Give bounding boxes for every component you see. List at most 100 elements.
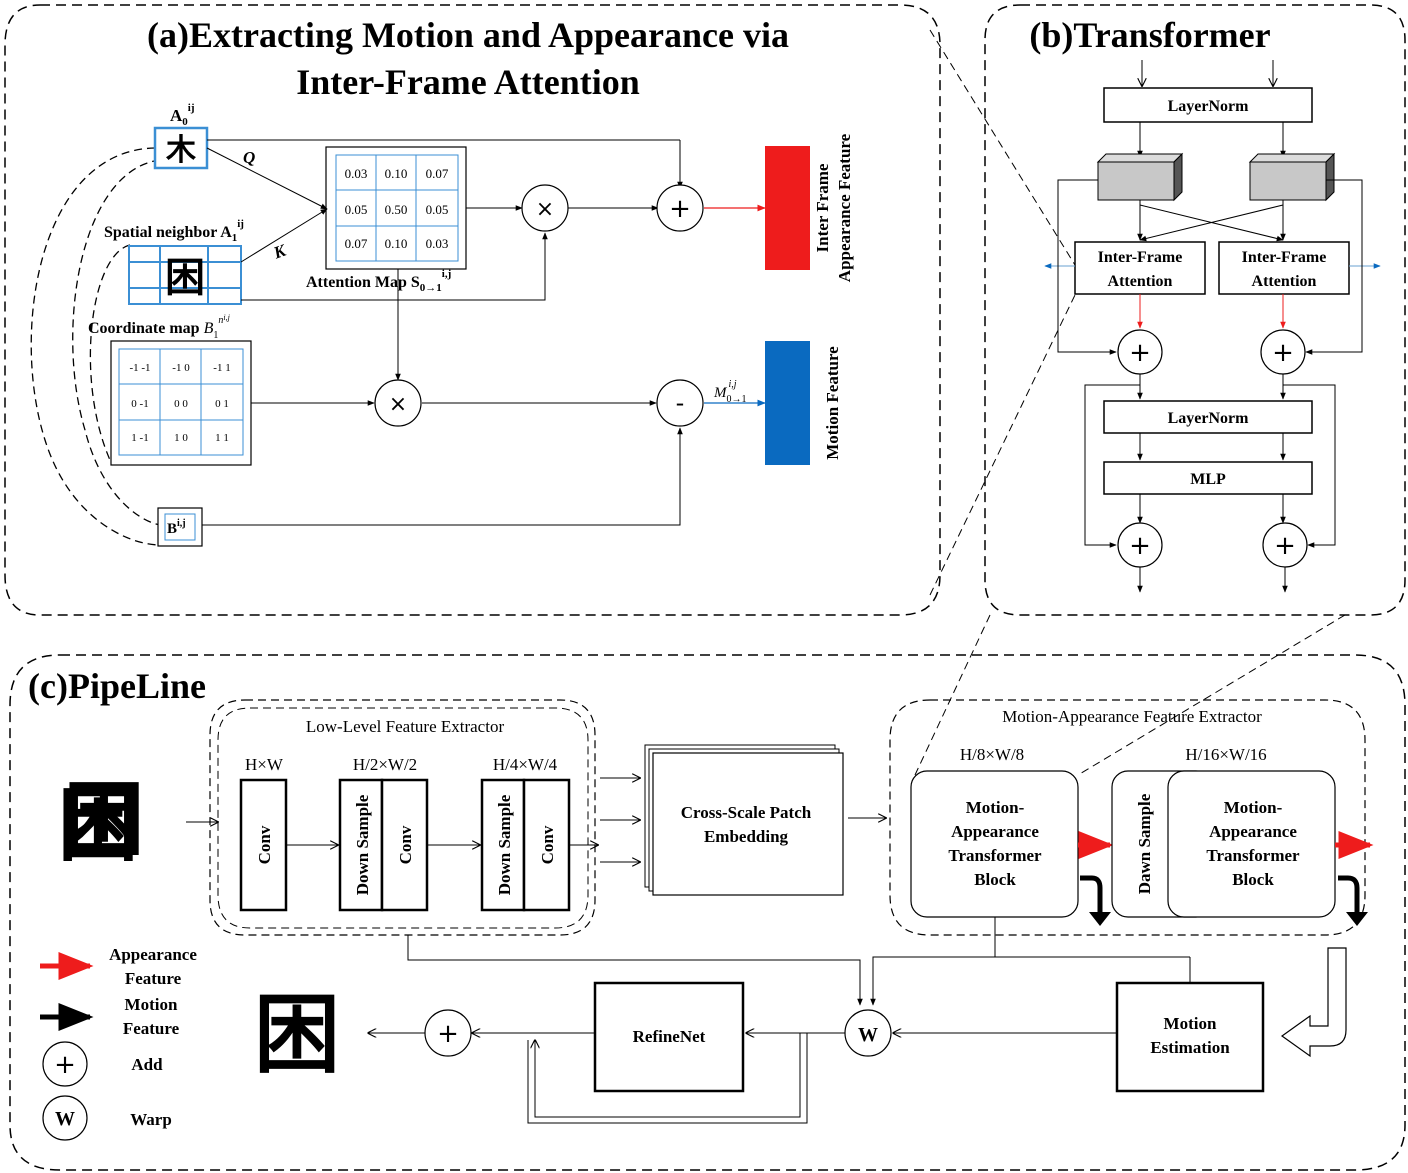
panel-b-title: (b)Transformer <box>1029 15 1270 55</box>
down-sample-2-label: Down Sample <box>495 794 514 895</box>
minus-symbol: - <box>676 389 685 417</box>
cross-scale-patch-embedding <box>652 752 844 896</box>
input-frame-front: 困 <box>58 779 138 872</box>
conv-3-label: Conv <box>538 825 557 864</box>
coordinate-cell: 1 1 <box>215 432 229 444</box>
motion-m-label: M0→1i,j <box>713 379 747 405</box>
appearance-feature-label-1: Inter Frame <box>813 163 832 252</box>
motion-return-arrow <box>1280 947 1347 1058</box>
low-level-extractor-border <box>209 699 596 936</box>
motion-feature-bar <box>765 341 810 465</box>
legend-motion-label-1: Motion <box>125 995 178 1014</box>
cross-scale-label-2: Embedding <box>704 827 789 846</box>
k-label: K <box>270 240 290 263</box>
a0-glyph: 木 <box>165 133 196 168</box>
motion-estimation-box <box>1115 981 1265 1093</box>
mlp-box <box>1103 461 1313 495</box>
zoom-lines <box>914 29 1346 776</box>
dashed-arc-outer <box>30 147 161 546</box>
warp-node-symbol: W <box>858 1024 878 1046</box>
bij-to-minus <box>202 427 683 526</box>
plus-symbol-top: + <box>669 194 691 224</box>
q-label: Q <box>243 148 255 167</box>
coordinate-cell: -1 -1 <box>129 362 150 374</box>
layernorm-top <box>1103 87 1313 123</box>
matb-2-label-line: Motion- <box>1224 798 1283 817</box>
attention-cell: 0.10 <box>385 166 408 181</box>
res-hw: H×W <box>245 755 284 774</box>
panel-a: (a)Extracting Motion and Appearance via … <box>4 4 941 616</box>
motion-estimation-label-1: Motion <box>1164 1014 1217 1033</box>
attention-cell: 0.07 <box>345 236 368 251</box>
ifa-right-box <box>1218 241 1350 295</box>
ifa-left-line1: Inter-Frame <box>1098 249 1183 266</box>
multiply-symbol-top: × <box>536 197 554 222</box>
mafe-title: Motion-Appearance Feature Extractor <box>1002 707 1262 726</box>
layernorm-bottom <box>1103 400 1313 434</box>
legend-appearance-label-2: Feature <box>125 969 182 988</box>
res-h2w2: H/2×W/2 <box>353 755 417 774</box>
attention-map-label: Attention Map S0→1i,j <box>306 268 451 294</box>
multiply-node-bottom <box>374 379 422 427</box>
mlp-label: MLP <box>1190 471 1226 488</box>
legend-add-icon <box>42 1041 88 1087</box>
coordinate-cell: 1 -1 <box>131 432 148 444</box>
spatial-glyph: 困 <box>165 255 205 301</box>
panel-a-title-line1: (a)Extracting Motion and Appearance via <box>147 15 789 55</box>
coordinate-cell: -1 1 <box>213 362 230 374</box>
matb-1-label-line: Appearance <box>951 822 1039 841</box>
cross-scale-label-1: Cross-Scale Patch <box>681 803 812 822</box>
input-frame-back: 困 <box>64 773 144 866</box>
mafe-border <box>889 699 1366 936</box>
matb-2-label-line: Block <box>1232 870 1274 889</box>
coordinate-cell: -1 0 <box>172 362 190 374</box>
dawn-sample-label: Dawn Sample <box>1135 793 1154 894</box>
q-edge <box>206 147 328 210</box>
linear-block-left <box>1096 152 1184 202</box>
ifa-right-line1: Inter-Frame <box>1242 249 1327 266</box>
matb-2 <box>1167 770 1336 918</box>
res-h16w16: H/16×W/16 <box>1185 745 1266 764</box>
coordinate-cell: 1 0 <box>174 432 188 444</box>
legend-warp-icon <box>42 1095 88 1141</box>
conv-1-label: Conv <box>255 825 274 864</box>
multiply-node-top <box>521 184 569 232</box>
attention-cell: 0.07 <box>426 166 449 181</box>
panel-c-border <box>9 654 1406 1171</box>
res-h4w4: H/4×W/4 <box>493 755 558 774</box>
output-frame: 困 <box>254 985 340 1085</box>
refinenet-label: RefineNet <box>633 1027 706 1046</box>
dashed-arc-spatial <box>89 244 131 461</box>
matb-2-label-line: Appearance <box>1209 822 1297 841</box>
panel-a-title-line2: Inter-Frame Attention <box>296 62 640 102</box>
ifa-left-box <box>1074 241 1206 295</box>
layernorm-top-label: LayerNorm <box>1168 98 1250 115</box>
attention-cell: 0.03 <box>426 236 449 251</box>
spatial-neighbor-grid: 困 <box>128 245 242 305</box>
panel-b-border <box>984 4 1406 616</box>
coordinate-cell: 0 -1 <box>131 398 148 410</box>
add-right-1-symbol: + <box>1272 338 1294 368</box>
panel-c-title: (c)PipeLine <box>28 666 206 706</box>
add-left-1-symbol: + <box>1129 338 1151 368</box>
res-h8w8: H/8×W/8 <box>960 745 1024 764</box>
panel-a-border <box>4 4 941 616</box>
legend-add-label: Add <box>131 1055 163 1074</box>
legend-appearance-label-1: Appearance <box>109 945 197 964</box>
output-add-symbol: + <box>437 1019 459 1049</box>
linear-block-right <box>1248 152 1336 202</box>
add-left-2-symbol: + <box>1129 531 1151 561</box>
coordinate-map-label: Coordinate map B1ni,j <box>88 313 231 341</box>
down-sample-1-label: Down Sample <box>353 794 372 895</box>
conv-2-label: Conv <box>396 825 415 864</box>
panel-c: (c)PipeLine 困 困 Low-Level Feature Extrac… <box>9 654 1406 1171</box>
conv-2 <box>380 778 429 912</box>
plus-node-top <box>656 184 704 232</box>
minus-node <box>656 379 704 427</box>
motion-estimation-label-2: Estimation <box>1150 1038 1230 1057</box>
appearance-feature-label-2: Appearance Feature <box>835 133 854 282</box>
ifa-left-line2: Attention <box>1108 273 1173 290</box>
